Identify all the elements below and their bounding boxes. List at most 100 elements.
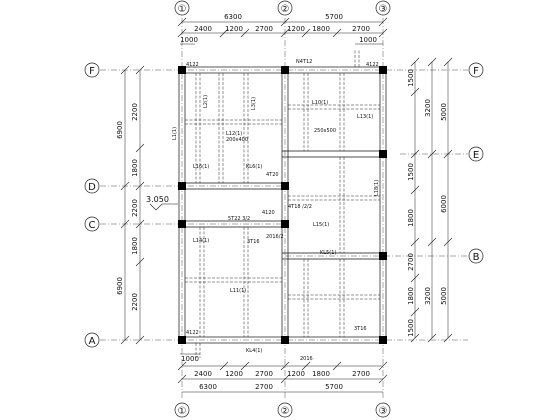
dim-bottom-total: 6300: [199, 383, 217, 391]
axis-bubble-2-top: [277, 0, 293, 16]
dim-top-total-2: 5700: [325, 13, 343, 21]
axis-bubble-A-left: [84, 332, 100, 348]
axis-bubble-B-right: [468, 248, 484, 264]
column: [178, 182, 186, 190]
axis-bubble-F-left: [84, 62, 100, 78]
dim-right-seg: 1500: [407, 69, 415, 87]
rebar-note: 200x400: [226, 137, 248, 143]
dim-bottom-seg: 2700: [255, 370, 273, 378]
column: [281, 182, 289, 190]
dim-bottom-total: 2700: [255, 383, 273, 391]
axis-bubble-3-bottom: [375, 402, 391, 418]
rebar-note: 5T22 3/2: [228, 216, 250, 222]
dim-left-seg: 2200: [131, 199, 139, 217]
axis-bubble-3-top: [375, 0, 391, 16]
dim-right-total: 5000: [440, 103, 448, 121]
rebar-note: 4T20: [266, 172, 279, 178]
beam-label: L16(1): [193, 164, 209, 170]
beam-label: L14(1): [193, 238, 209, 244]
elevation-text: 3.050: [146, 195, 169, 204]
axis-bubble-E-right: [468, 146, 484, 162]
dim-top-offset: 1000: [359, 36, 377, 44]
axis-bubble-1-bottom: [174, 402, 190, 418]
beam-label: L11(1): [230, 288, 246, 294]
dim-bottom-total: 5700: [325, 383, 343, 391]
axis-label-2-bottom: ②: [281, 406, 290, 417]
dim-bottom-seg: 1800: [312, 370, 330, 378]
rebar-note: 4120: [262, 210, 275, 216]
rebar-note: 3T16: [354, 326, 367, 332]
dim-top-seg: 1800: [312, 25, 330, 33]
dim-top-offset: 1000: [180, 36, 198, 44]
dim-top-seg: 1200: [225, 25, 243, 33]
column: [178, 336, 186, 344]
dim-bottom-seg: 1200: [225, 370, 243, 378]
column: [281, 220, 289, 228]
axis-bubbles: [84, 0, 484, 418]
column: [281, 66, 289, 74]
dim-left-seg: 1800: [131, 237, 139, 255]
dim-right-seg: 1800: [407, 209, 415, 227]
axis-bubble-D-left: [84, 178, 100, 194]
axis-label-D-left: D: [88, 182, 96, 193]
axis-label-3-bottom: ③: [379, 406, 388, 417]
dim-left-total: 6900: [116, 277, 124, 295]
beam-label: KL6(1): [246, 164, 262, 170]
beam-label: L10(1): [312, 100, 328, 106]
axis-label-C-left: C: [89, 220, 96, 231]
dim-top-seg: 2700: [352, 25, 370, 33]
axis-bubble-C-left: [84, 216, 100, 232]
dim-top-seg: 2700: [255, 25, 273, 33]
dim-top-seg: 2400: [194, 25, 212, 33]
rebar-note: 4122: [186, 330, 199, 336]
dimension-texts: 6300 5700 2400 1200 2700 1200 1800 2700 …: [116, 13, 448, 391]
rebar-note: 4T18 /2/2: [288, 204, 312, 210]
rebar-note: 2016/2: [266, 234, 284, 240]
column: [178, 220, 186, 228]
column: [379, 150, 387, 158]
axis-bubble-2-bottom: [277, 402, 293, 418]
axis-label-F-left: F: [89, 66, 95, 77]
column: [379, 66, 387, 74]
beam-labels: L1(1) L2(1) L3(1) L10(1) L11(1) L12(1) L…: [172, 95, 380, 354]
column: [281, 336, 289, 344]
axis-bubble-F-right: [468, 62, 484, 78]
rebar-note: N4T12: [296, 59, 312, 65]
axis-label-1-bottom: ①: [178, 406, 187, 417]
rebar-annotations: 200x400 250x500 4122 N4T12 5T22 3/2 2016…: [186, 59, 379, 362]
column: [379, 252, 387, 260]
dim-bottom-offset: 1000: [181, 355, 199, 363]
dim-right-seg: 1500: [407, 163, 415, 181]
dim-right-seg: 3200: [424, 287, 432, 305]
dim-left-total: 6900: [116, 121, 124, 139]
dim-top-seg: 1200: [287, 25, 305, 33]
beam-label: L2(1): [203, 95, 209, 108]
columns: [178, 66, 387, 344]
beam-label: L13(1): [357, 114, 373, 120]
beam-label: KL5(1): [320, 250, 336, 256]
dim-bottom-seg: 1200: [287, 370, 305, 378]
axis-labels: ① ② ③ ① ② ③ F D C A F E B: [88, 4, 479, 417]
dim-right-total: 6000: [440, 195, 448, 213]
secondary-beams: [185, 50, 380, 358]
dim-right-total: 5000: [440, 287, 448, 305]
rebar-note: 250x500: [314, 128, 336, 134]
beam-label: L1(1): [172, 127, 178, 140]
dim-left-seg: 2200: [131, 293, 139, 311]
dim-right-seg: 3200: [424, 99, 432, 117]
beam-label: L15(1): [313, 222, 329, 228]
rebar-note: 3T16: [247, 239, 260, 245]
beam-label: L12(1): [226, 131, 242, 137]
dim-top-total-1: 6300: [224, 13, 242, 21]
rebar-note: 4122: [366, 62, 379, 68]
axis-label-3-top: ③: [379, 4, 388, 15]
axis-label-2-top: ②: [281, 4, 290, 15]
axis-label-1-top: ①: [178, 4, 187, 15]
rebar-note: 2016: [300, 356, 313, 362]
axis-label-E-right: E: [473, 150, 479, 161]
dim-left-seg: 1800: [131, 159, 139, 177]
axis-bubble-1-top: [174, 0, 190, 16]
beam-label: L3(1): [251, 97, 257, 110]
axis-label-F-right: F: [473, 66, 479, 77]
